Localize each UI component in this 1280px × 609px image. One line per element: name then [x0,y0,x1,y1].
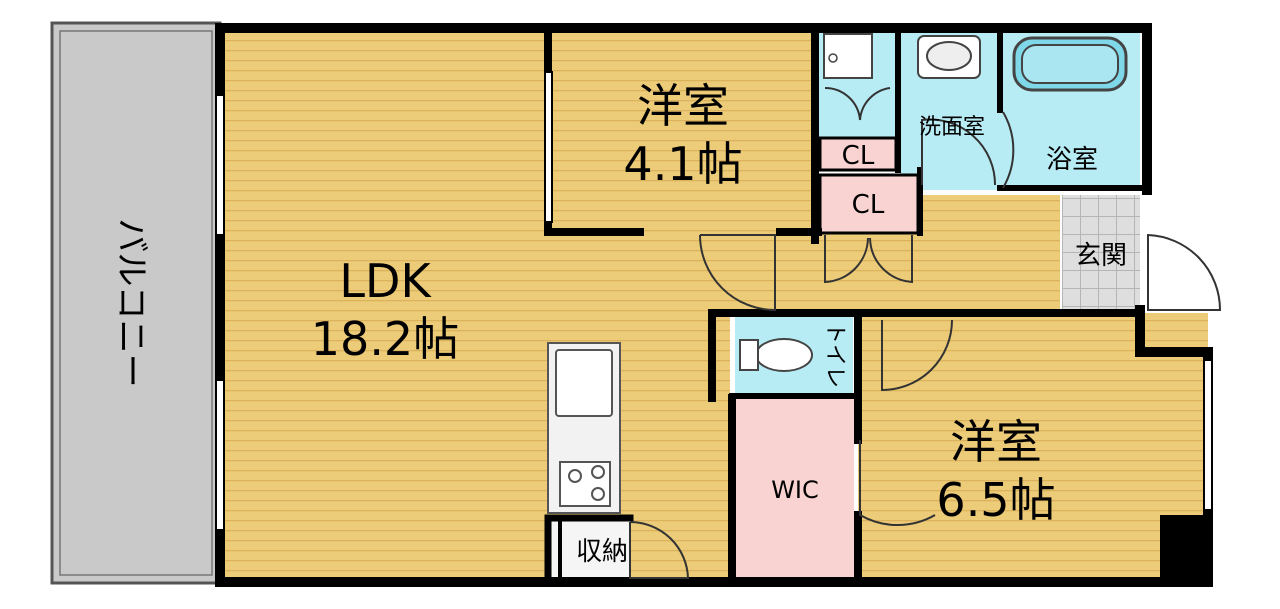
storage-area [550,520,630,580]
bath-label: 浴室 [1046,145,1098,175]
balcony-area [50,21,222,585]
door-room-1 [699,234,776,312]
wic-label: WIC [771,476,819,504]
window-ldk-upper [215,94,225,236]
window-room-2 [1203,359,1213,511]
door-washroom [921,118,997,186]
door-bath [1002,111,1015,189]
door-closet-2 [824,235,913,284]
closet-2-area [818,173,920,235]
entrance-tiles [1062,195,1140,310]
balcony-label: バルコニー [111,218,151,387]
western-room-1-size: 4.1帖 [623,137,742,191]
door-storage [629,521,690,579]
closet-1-area [818,136,898,172]
closet-2-label: CL [852,190,885,220]
door-wic [859,440,936,526]
ldk-size: 18.2帖 [311,312,459,366]
kitchen-sink [555,349,613,417]
western-room-2-label: 洋室 [950,415,1042,469]
door-entrance [1147,233,1222,311]
toilet-label: トイレ [822,322,847,388]
pillar [1160,515,1210,583]
washing-machine-pan [823,33,873,79]
window-ldk-lower [215,379,225,531]
western-room-2-floor [858,313,1208,580]
door-closet-1 [824,86,891,121]
washroom-label: 洗面室 [919,115,985,140]
wic-area [736,398,854,580]
entrance-label: 玄関 [1075,241,1127,271]
window-room-1 [544,71,553,223]
western-room-1-label: 洋室 [637,79,729,133]
western-room-1-floor [550,28,815,233]
western-room-2-size: 6.5帖 [936,473,1055,527]
storage-label: 収納 [576,537,628,567]
toilet-bowl [755,338,813,372]
closet-1-label: CL [842,141,875,171]
door-room-2 [881,319,953,392]
ldk-label: LDK [339,254,432,308]
